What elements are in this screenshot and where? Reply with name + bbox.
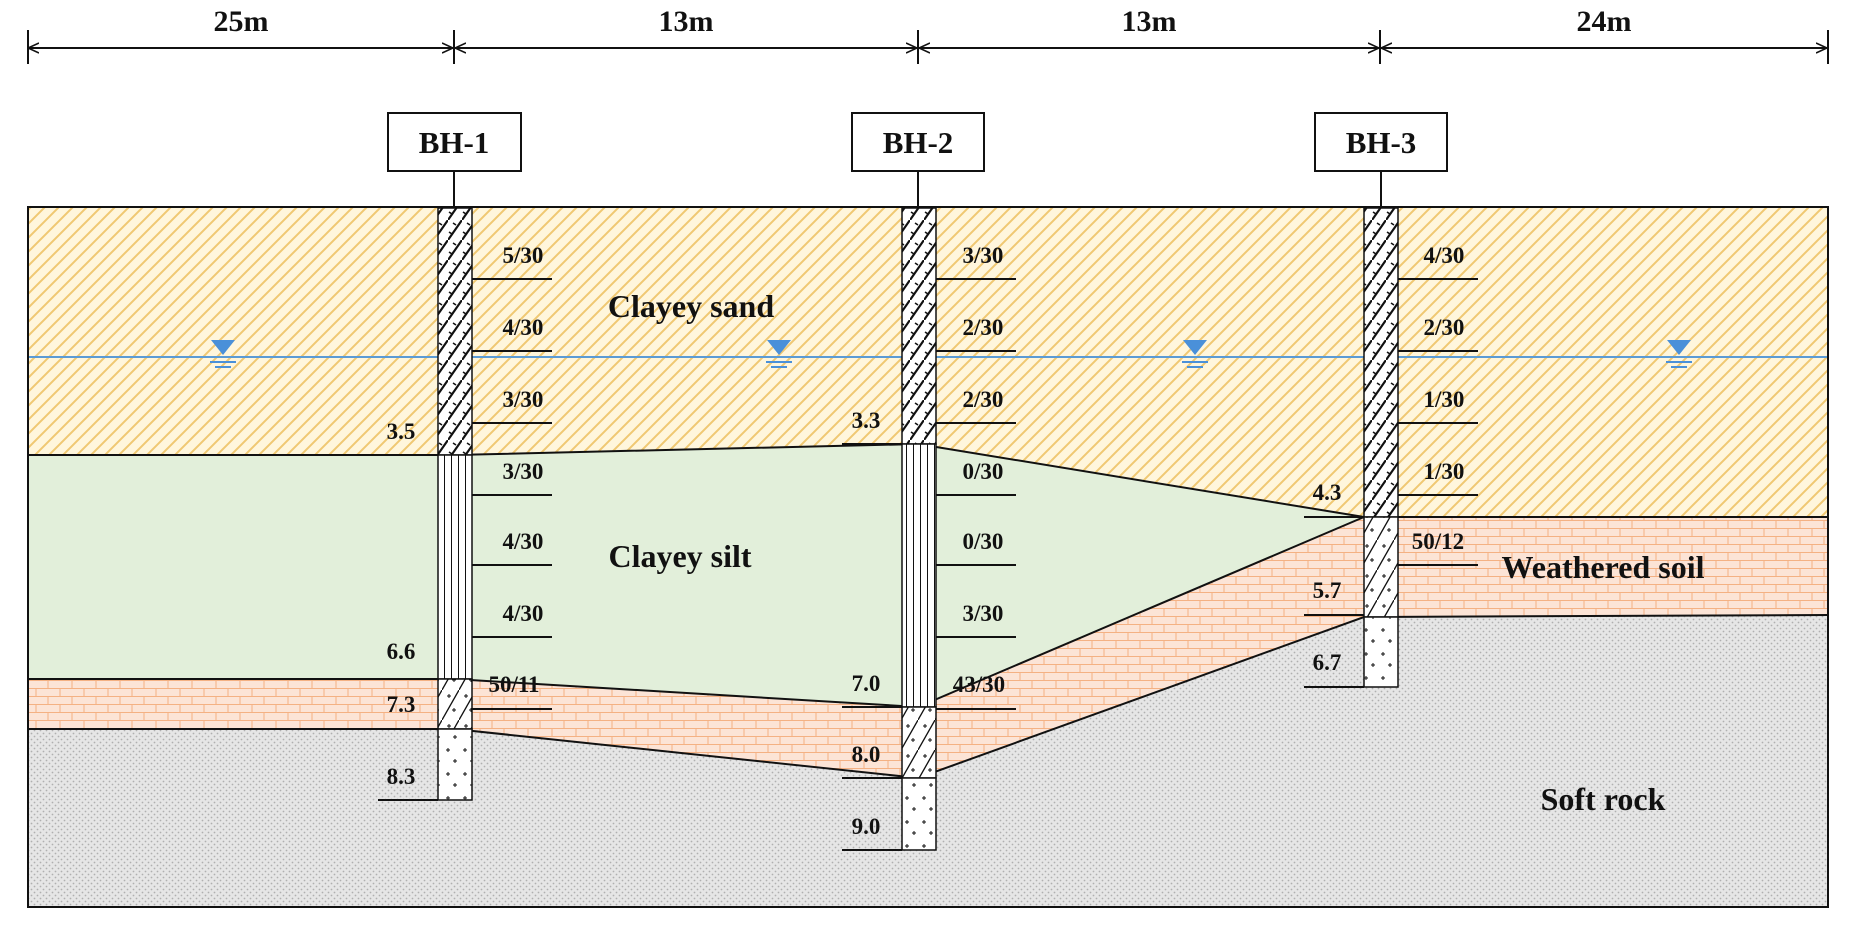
borehole-column-weathered (901, 706, 937, 779)
spt-value: 1/30 (1424, 459, 1465, 484)
spt-value: 4/30 (503, 601, 544, 626)
spt-value: 4/30 (503, 529, 544, 554)
spt-value: 50/11 (488, 672, 539, 697)
dimension-label: 24m (1577, 5, 1632, 38)
dimension-label: 13m (659, 5, 714, 38)
depth-label: 7.3 (387, 692, 416, 717)
borehole-label: BH-3 (1346, 125, 1417, 160)
inverted-triangle-water-icon (766, 340, 792, 368)
depth-label: 9.0 (852, 814, 881, 839)
spt-value: 1/30 (1424, 387, 1465, 412)
dimension-label: 25m (214, 5, 269, 38)
borehole-column-weathered (1363, 516, 1399, 618)
layer-label-clayey-sand: Clayey sand (608, 288, 774, 324)
clayey-silt-layer (28, 444, 1364, 707)
depth-label: 4.3 (1313, 480, 1342, 505)
borehole-label-box (851, 112, 985, 172)
layer-label-clayey-silt: Clayey silt (608, 538, 751, 574)
borehole-column-rock (1363, 616, 1399, 688)
borehole-label-box (387, 112, 522, 172)
depth-label: 8.3 (387, 764, 416, 789)
spt-value: 4/30 (1424, 243, 1465, 268)
borehole-column-weathered (437, 678, 473, 730)
spt-values (472, 278, 552, 710)
spt-value: 43/30 (953, 672, 1005, 697)
borehole-column-sand (437, 207, 473, 456)
inverted-triangle-water-icon (1666, 340, 1692, 368)
borehole-column-rock (901, 777, 937, 851)
depth-label: 5.7 (1313, 578, 1342, 603)
depth-label: 6.7 (1313, 650, 1342, 675)
depth-label: 3.3 (852, 408, 881, 433)
dimension-label: 13m (1122, 5, 1177, 38)
section-outline (27, 206, 1829, 908)
depth-label: 3.5 (387, 419, 416, 444)
spt-value: 2/30 (963, 315, 1004, 340)
spt-value: 3/30 (503, 459, 544, 484)
spt-value: 0/30 (963, 529, 1004, 554)
borehole-column-rock (437, 728, 473, 801)
dimension-line: 25m 13m 13m 24m (27, 5, 1829, 64)
spt-value: 3/30 (963, 243, 1004, 268)
borehole-column-sand (1363, 207, 1399, 518)
borehole-label: BH-2 (883, 125, 954, 160)
spt-value: 4/30 (503, 315, 544, 340)
borehole-column-sand (901, 207, 937, 445)
spt-value: 0/30 (963, 459, 1004, 484)
depth-label: 7.0 (852, 671, 881, 696)
inverted-triangle-water-icon (210, 340, 236, 368)
spt-value: 2/30 (963, 387, 1004, 412)
depth-label: 8.0 (852, 742, 881, 767)
borehole-bh-1: BH-1 5/30 4/30 3/30 3/30 4/30 4/30 50/11… (378, 112, 552, 801)
layer-label-weathered-soil: Weathered soil (1502, 549, 1705, 585)
borehole-label-box (1314, 112, 1448, 172)
borehole-column-silt (901, 443, 937, 708)
depth-label: 6.6 (387, 639, 416, 664)
borehole-bh-3: BH-3 4/30 2/30 1/30 1/30 50/12 4.3 5.7 6… (1304, 112, 1478, 688)
layer-label-soft-rock: Soft rock (1541, 781, 1666, 817)
borehole-label: BH-1 (419, 125, 490, 160)
spt-value: 3/30 (963, 601, 1004, 626)
spt-value: 2/30 (1424, 315, 1465, 340)
spt-value: 5/30 (503, 243, 544, 268)
spt-value: 50/12 (1412, 529, 1464, 554)
spt-value: 3/30 (503, 387, 544, 412)
borehole-column-silt (437, 454, 473, 680)
inverted-triangle-water-icon (1182, 340, 1208, 368)
borehole-bh-2: BH-2 3/30 2/30 2/30 0/30 0/30 3/30 43/30… (842, 112, 1016, 851)
